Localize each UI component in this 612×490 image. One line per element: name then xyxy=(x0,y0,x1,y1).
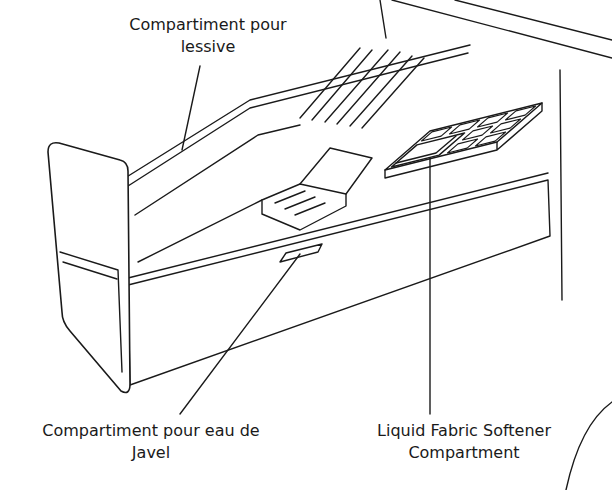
rib xyxy=(350,56,424,128)
drawer-rim xyxy=(128,173,548,278)
panel-handle xyxy=(60,252,122,372)
drawer-side-wall xyxy=(128,180,550,385)
drawer-front-panel xyxy=(48,143,130,393)
bleach-cup xyxy=(280,244,322,262)
softener-grid xyxy=(422,106,536,153)
compartment-floor xyxy=(138,200,262,262)
softener-opening xyxy=(392,133,465,167)
drawer-far-rim xyxy=(128,53,468,186)
housing-line xyxy=(455,0,612,40)
callout-label: Liquid Fabric Softener Compartment xyxy=(368,420,560,463)
panel-handle xyxy=(63,262,117,279)
leader-line xyxy=(182,66,200,150)
callout-label: Compartiment pour lessive xyxy=(118,14,298,57)
softener-cover-edge xyxy=(385,103,542,178)
housing-line xyxy=(392,0,612,58)
drawer-far-rim xyxy=(125,45,470,178)
siphon-block xyxy=(262,184,346,230)
callout-label: Compartiment pour eau de Javel xyxy=(40,420,262,463)
softener-cover xyxy=(385,103,542,170)
leader-line xyxy=(180,254,300,414)
housing-line xyxy=(380,0,386,38)
leader-line xyxy=(429,158,430,414)
siphon-rib xyxy=(275,191,325,215)
siphon-ramp xyxy=(300,148,372,194)
housing-slot-edge xyxy=(560,70,562,300)
door-arc xyxy=(566,402,612,490)
